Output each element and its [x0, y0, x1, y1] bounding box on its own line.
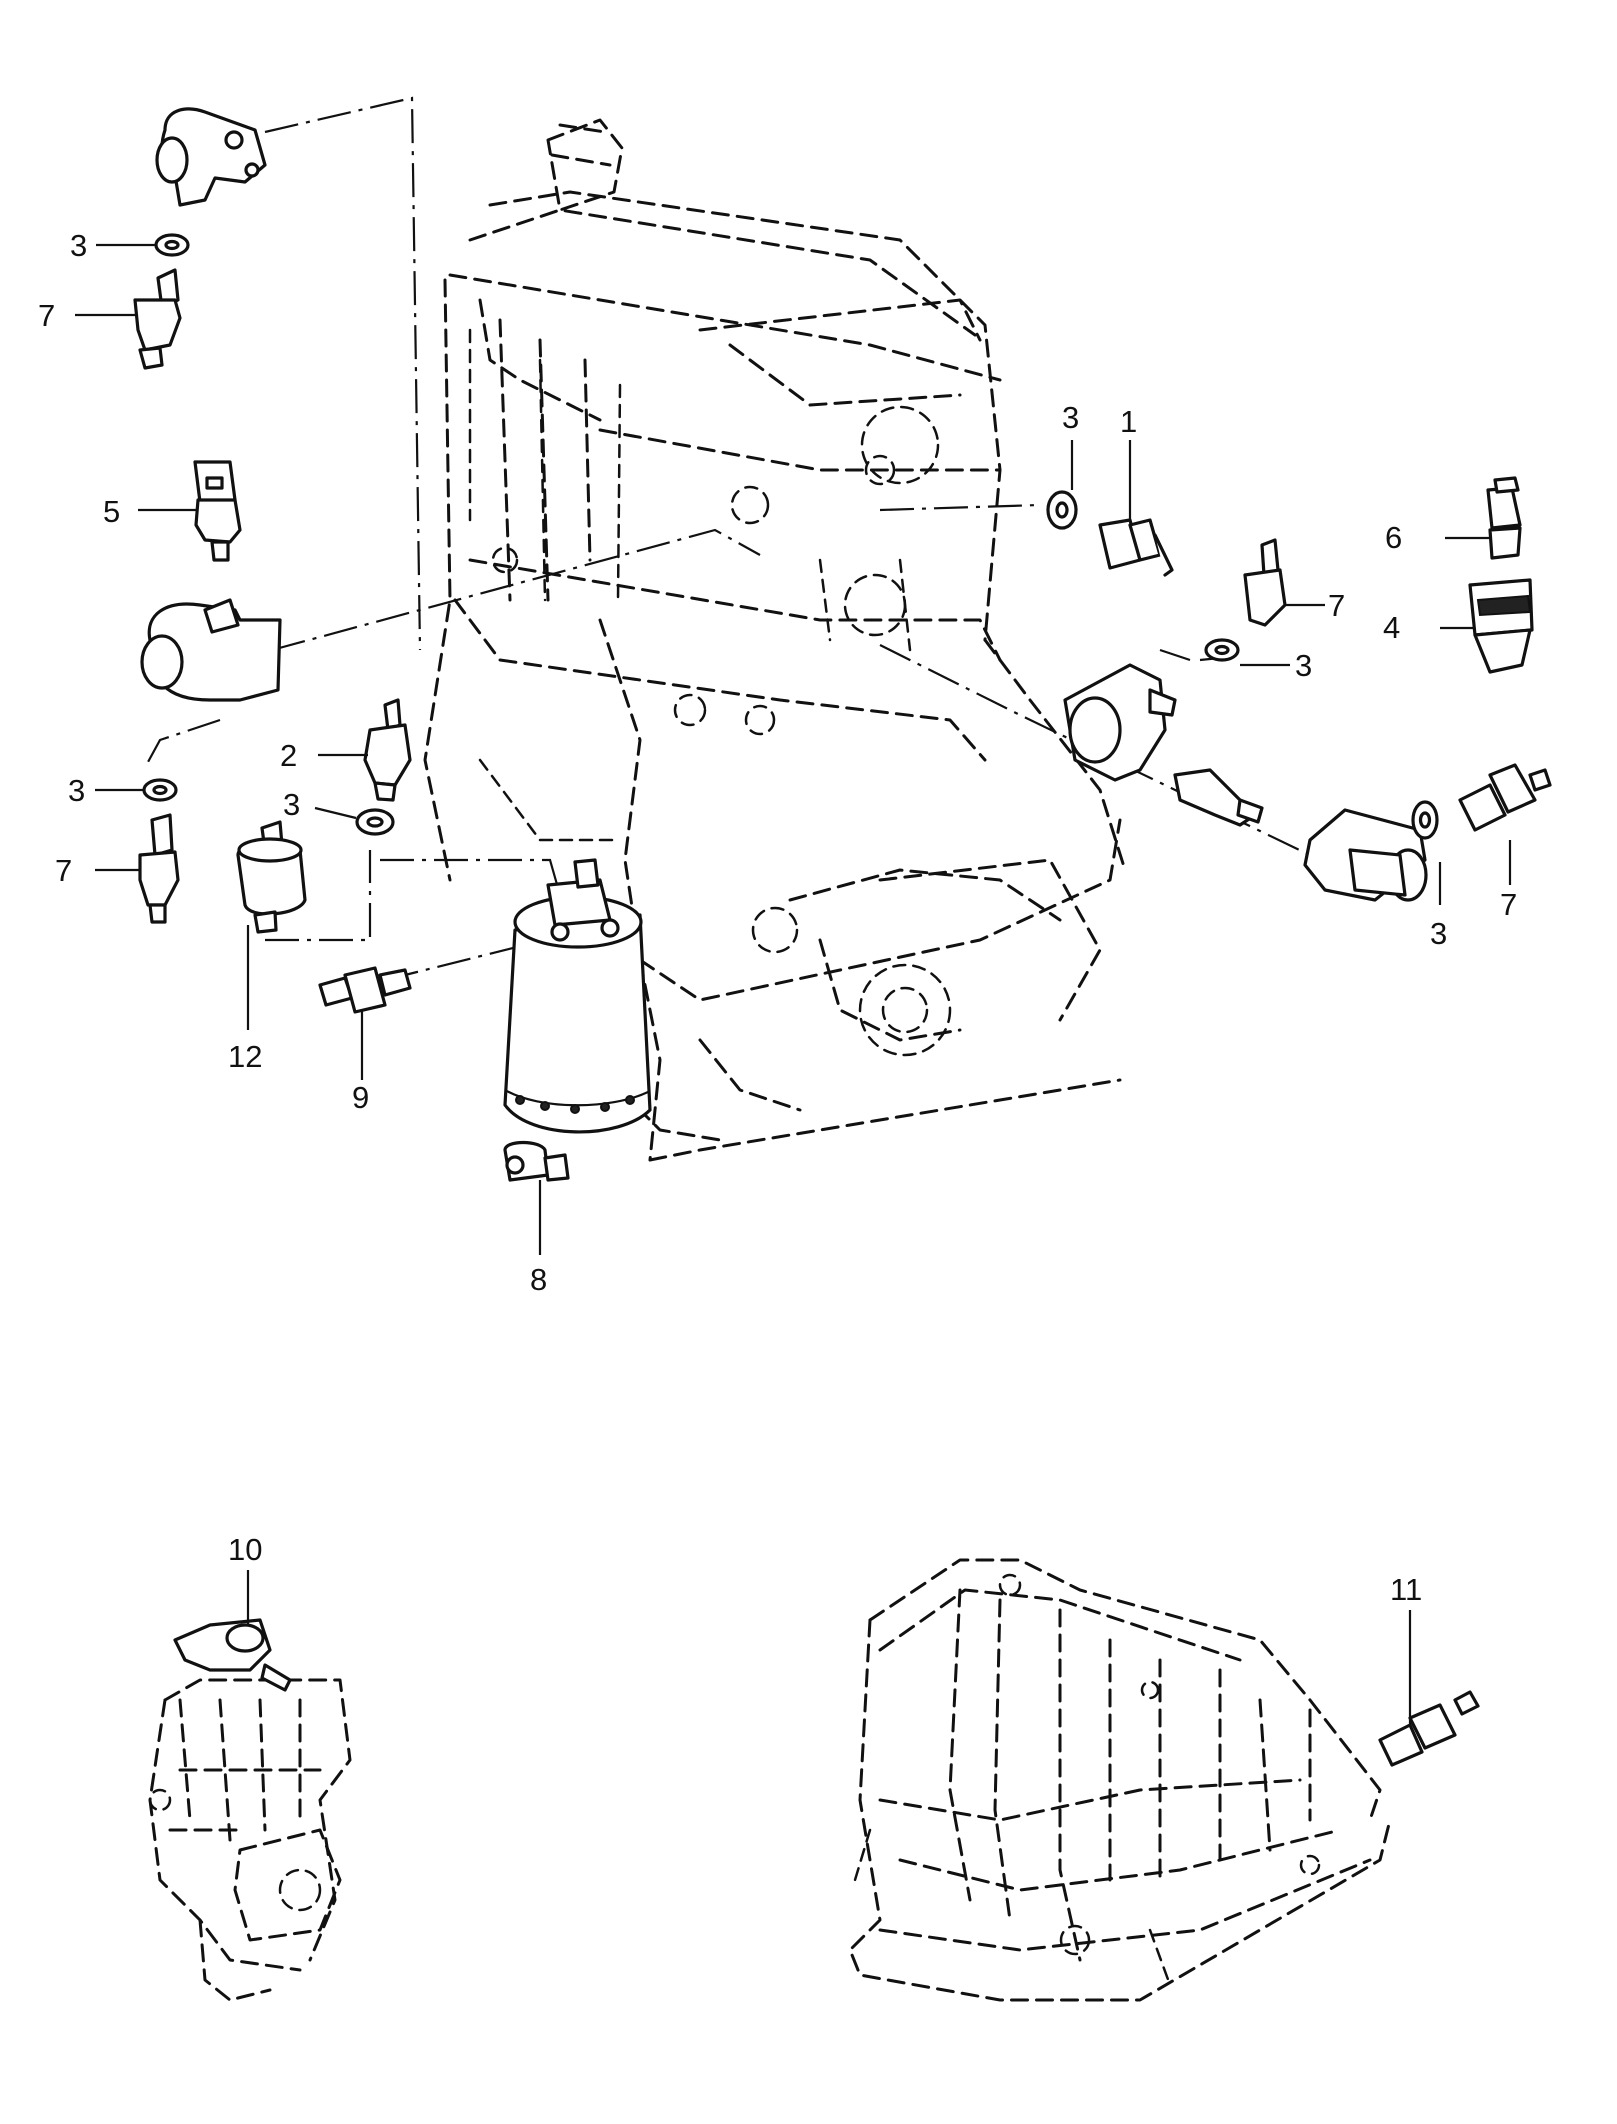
callout-6: 6 — [1385, 520, 1402, 555]
washer-3c — [355, 808, 395, 836]
fuel-cutoff-solenoid-10 — [173, 1618, 292, 1692]
drain-plug-8 — [503, 1140, 570, 1182]
callout-numbers: 3 7 5 3 7 2 3 12 9 8 3 1 7 3 6 4 3 7 10 … — [38, 228, 1517, 1607]
callout-3e: 3 — [1295, 648, 1312, 683]
callout-3d: 3 — [1062, 400, 1079, 435]
callout-7d: 7 — [1500, 887, 1517, 922]
washer-3b — [142, 778, 178, 802]
temperature-sender-right — [1173, 768, 1264, 827]
coolant-flange-upper — [155, 107, 267, 207]
callout-2: 2 — [280, 738, 297, 773]
callout-7b: 7 — [55, 853, 72, 888]
callout-7a: 7 — [38, 298, 55, 333]
washer-3f — [1411, 800, 1439, 840]
callout-4: 4 — [1383, 610, 1400, 645]
callout-3b: 3 — [68, 773, 85, 808]
injection-pump-outline — [148, 1678, 352, 2002]
sensor-4 — [1468, 578, 1534, 674]
callout-3a: 3 — [70, 228, 87, 263]
sender-switch-5 — [193, 460, 242, 562]
washer-3a — [154, 233, 190, 257]
callout-leaders — [75, 243, 1512, 1725]
callout-1: 1 — [1120, 404, 1137, 439]
callout-3c: 3 — [283, 787, 300, 822]
oil-pressure-sender-12 — [236, 820, 307, 934]
oil-filter — [503, 858, 652, 1134]
temperature-sensor-7b — [138, 813, 180, 924]
temperature-switch-1 — [1098, 518, 1174, 577]
callout-7c: 7 — [1328, 588, 1345, 623]
oil-temp-sensor-9 — [318, 966, 412, 1014]
temperature-sensor-7c — [1243, 538, 1287, 627]
transmission-housing-outline — [848, 1558, 1392, 2002]
callout-12: 12 — [228, 1039, 262, 1074]
washer-3e — [1204, 638, 1240, 662]
callout-11: 11 — [1390, 1572, 1422, 1607]
thermostat-housing-plate — [1303, 808, 1428, 902]
oil-pressure-switch-2 — [363, 698, 412, 802]
engine-block-outline — [423, 118, 1127, 1162]
temperature-sensor-7a — [133, 268, 182, 370]
callout-9: 9 — [352, 1080, 369, 1115]
callout-3f: 3 — [1430, 916, 1447, 951]
callout-10: 10 — [228, 1532, 262, 1567]
temperature-sensor-7d — [1458, 763, 1552, 832]
speed-sensor-11 — [1378, 1690, 1480, 1767]
callout-8: 8 — [530, 1262, 547, 1297]
washer-3d — [1046, 490, 1078, 530]
callout-5: 5 — [103, 494, 120, 529]
sensor-6 — [1486, 476, 1522, 560]
coolant-flange-right — [1063, 663, 1177, 782]
coolant-flange-left — [140, 598, 282, 702]
